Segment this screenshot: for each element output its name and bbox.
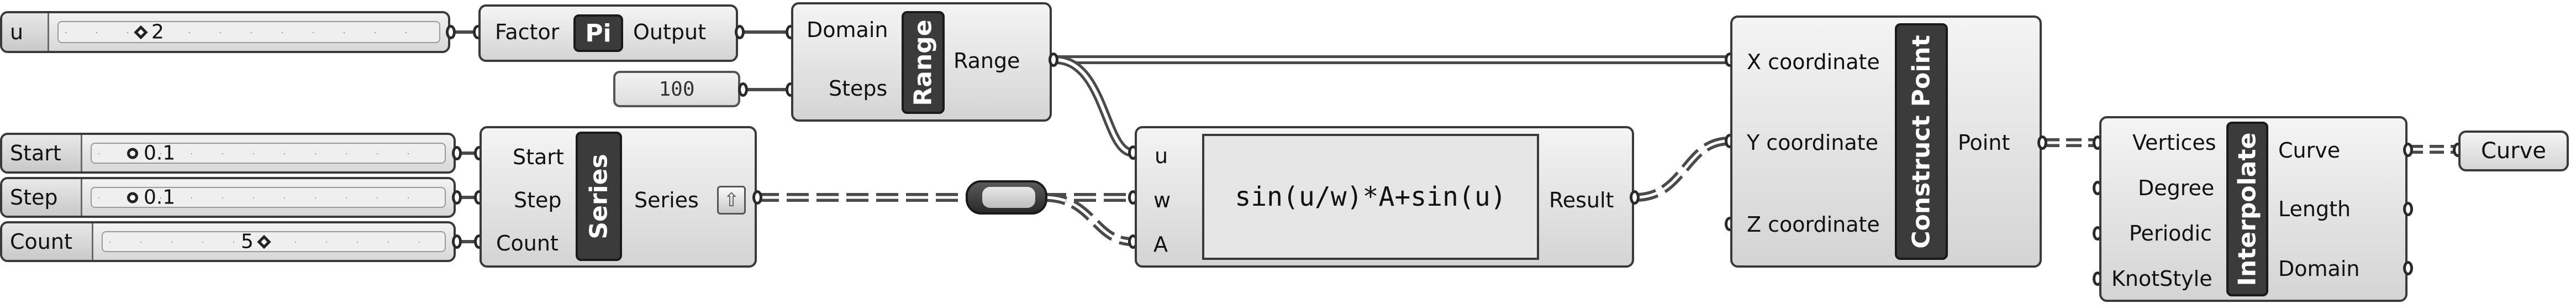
slider-count-value[interactable]: 5 — [241, 231, 271, 253]
slider-u[interactable]: u 2 — [0, 11, 450, 53]
diamond-handle-icon[interactable] — [257, 234, 271, 249]
slider-u-track[interactable]: 2 — [57, 21, 440, 44]
series-output-port[interactable] — [752, 190, 762, 205]
circle-handle-icon[interactable] — [127, 148, 138, 159]
slider-start-output-port[interactable] — [452, 146, 462, 160]
pi-core[interactable]: Pi — [573, 14, 623, 52]
interpolate-domain-port[interactable] — [2403, 261, 2413, 275]
slider-u-value[interactable]: 2 — [134, 21, 164, 44]
construct-point-output-label: Point — [1958, 130, 2010, 155]
interpolate-degree-label: Degree — [2138, 176, 2215, 200]
series-count-label: Count — [496, 231, 559, 255]
range-steps-label: Steps — [829, 76, 888, 101]
slider-u-label: u — [2, 13, 49, 51]
interpolate-curve-label: Curve — [2278, 138, 2341, 163]
pi-output-label: Output — [633, 20, 706, 44]
arrow-up-icon[interactable]: ⇧ — [717, 186, 746, 215]
slider-step[interactable]: Step 0.1 — [0, 177, 456, 218]
expression-component[interactable]: u w A sin(u/w)*A+sin(u) Result — [1135, 126, 1634, 268]
series-core[interactable]: Series — [576, 132, 622, 261]
slider-count-output-port[interactable] — [452, 234, 462, 249]
expression-u-label: u — [1155, 144, 1168, 168]
series-step-label: Step — [514, 188, 562, 212]
construct-point-z-label: Z coordinate — [1747, 212, 1880, 237]
curve-param[interactable]: Curve — [2458, 130, 2569, 171]
construct-point-output-port[interactable] — [2037, 135, 2047, 150]
wire-relay-to-a — [1044, 193, 1133, 246]
construct-point-component[interactable]: X coordinate Y coordinate Z coordinate C… — [1730, 15, 2042, 268]
expression-result-label: Result — [1549, 188, 1614, 212]
series-output-label: Series — [634, 188, 699, 212]
interpolate-component[interactable]: Vertices Degree Periodic KnotStyle Inter… — [2099, 116, 2408, 302]
expression-w-label: w — [1153, 188, 1171, 212]
circle-handle-icon[interactable] — [127, 192, 138, 203]
expression-result-port[interactable] — [1630, 190, 1640, 205]
panel-100[interactable]: 100 — [613, 71, 740, 107]
diamond-handle-icon[interactable] — [134, 25, 148, 39]
slider-count-track[interactable]: 5 — [102, 231, 446, 253]
slider-step-label: Step — [2, 179, 82, 216]
slider-step-track[interactable]: 0.1 — [91, 186, 446, 209]
range-core[interactable]: Range — [902, 11, 945, 114]
slider-start-track[interactable]: 0.1 — [91, 142, 446, 165]
interpolate-knotstyle-label: KnotStyle — [2111, 267, 2212, 291]
slider-start-label: Start — [2, 135, 82, 171]
panel-100-output-port[interactable] — [738, 82, 748, 97]
interpolate-curve-port[interactable] — [2403, 143, 2413, 157]
wire-range-to-u — [1055, 55, 1134, 157]
range-domain-label: Domain — [807, 18, 888, 42]
expression-formula[interactable]: sin(u/w)*A+sin(u) — [1202, 134, 1539, 260]
construct-point-x-label: X coordinate — [1747, 50, 1880, 74]
construct-point-core[interactable]: Construct Point — [1895, 23, 1948, 260]
pi-input-label: Factor — [495, 20, 560, 44]
slider-count[interactable]: Count 5 — [0, 221, 456, 262]
interpolate-periodic-label: Periodic — [2129, 221, 2212, 246]
slider-start-value[interactable]: 0.1 — [127, 142, 175, 165]
expression-a-label: A — [1153, 232, 1168, 257]
interpolate-length-port[interactable] — [2403, 202, 2413, 216]
slider-step-output-port[interactable] — [452, 190, 462, 205]
slider-start[interactable]: Start 0.1 — [0, 133, 456, 174]
slider-step-value[interactable]: 0.1 — [127, 186, 175, 209]
construct-point-y-label: Y coordinate — [1747, 130, 1878, 155]
slider-count-label: Count — [2, 223, 93, 260]
interpolate-domain-label: Domain — [2278, 257, 2360, 281]
series-start-label: Start — [513, 145, 564, 169]
series-component[interactable]: Start Step Count Series Series ⇧ — [480, 126, 757, 268]
interpolate-vertices-label: Vertices — [2132, 130, 2216, 155]
pi-output-port[interactable] — [735, 25, 745, 39]
interpolate-core[interactable]: Interpolate — [2226, 122, 2268, 296]
range-component[interactable]: Domain Steps Range Range — [791, 2, 1052, 122]
slider-u-output-port[interactable] — [446, 25, 456, 39]
range-output-port[interactable] — [1049, 53, 1058, 67]
range-output-label: Range — [954, 49, 1020, 73]
relay-node[interactable] — [966, 180, 1047, 215]
pi-component[interactable]: Factor Pi Output — [478, 4, 738, 62]
interpolate-length-label: Length — [2278, 197, 2351, 221]
wire-result-to-y — [1635, 137, 1730, 202]
